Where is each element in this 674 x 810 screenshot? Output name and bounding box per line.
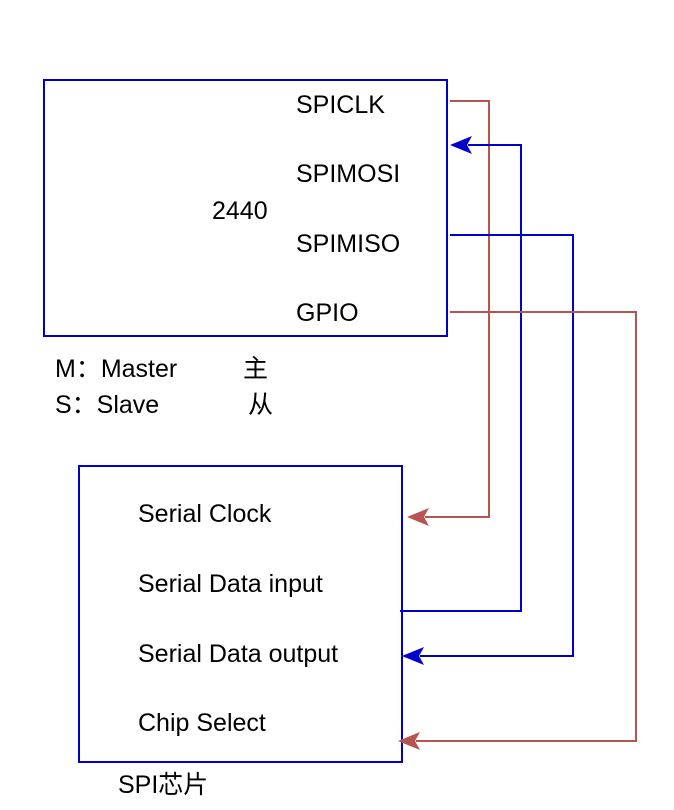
arrow-spimosi — [450, 136, 472, 154]
master-pin-gpio: GPIO — [296, 299, 359, 327]
slave-box — [78, 465, 403, 763]
master-pin-spimiso: SPIMISO — [296, 230, 401, 258]
master-box — [43, 79, 448, 337]
arrow-chip-select — [398, 732, 420, 750]
wire-spimiso-to-serial-data-output — [420, 234, 574, 657]
slave-pin-serial-data-input: Serial Data input — [138, 570, 323, 598]
arrow-serial-data-output — [402, 647, 424, 665]
master-pin-spiclk: SPICLK — [296, 91, 385, 119]
wire-gpio-to-chip-select — [416, 311, 637, 742]
slave-pin-serial-clock: Serial Clock — [138, 500, 272, 528]
legend-slave: S：Slave — [55, 391, 160, 419]
wire-serial-data-input-to-spimosi — [400, 144, 522, 612]
legend-master: M：Master — [55, 355, 178, 383]
legend-master-cn: 主 — [243, 355, 269, 383]
slave-pin-chip-select: Chip Select — [138, 709, 266, 737]
slave-caption: SPI芯片 — [118, 771, 209, 799]
legend-slave-cn: 从 — [248, 391, 274, 419]
arrow-serial-clock — [407, 508, 429, 526]
wire-spiclk-to-serial-clock — [425, 100, 490, 518]
master-name: 2440 — [212, 197, 268, 225]
slave-pin-serial-data-output: Serial Data output — [138, 640, 339, 668]
master-pin-spimosi: SPIMOSI — [296, 160, 401, 188]
